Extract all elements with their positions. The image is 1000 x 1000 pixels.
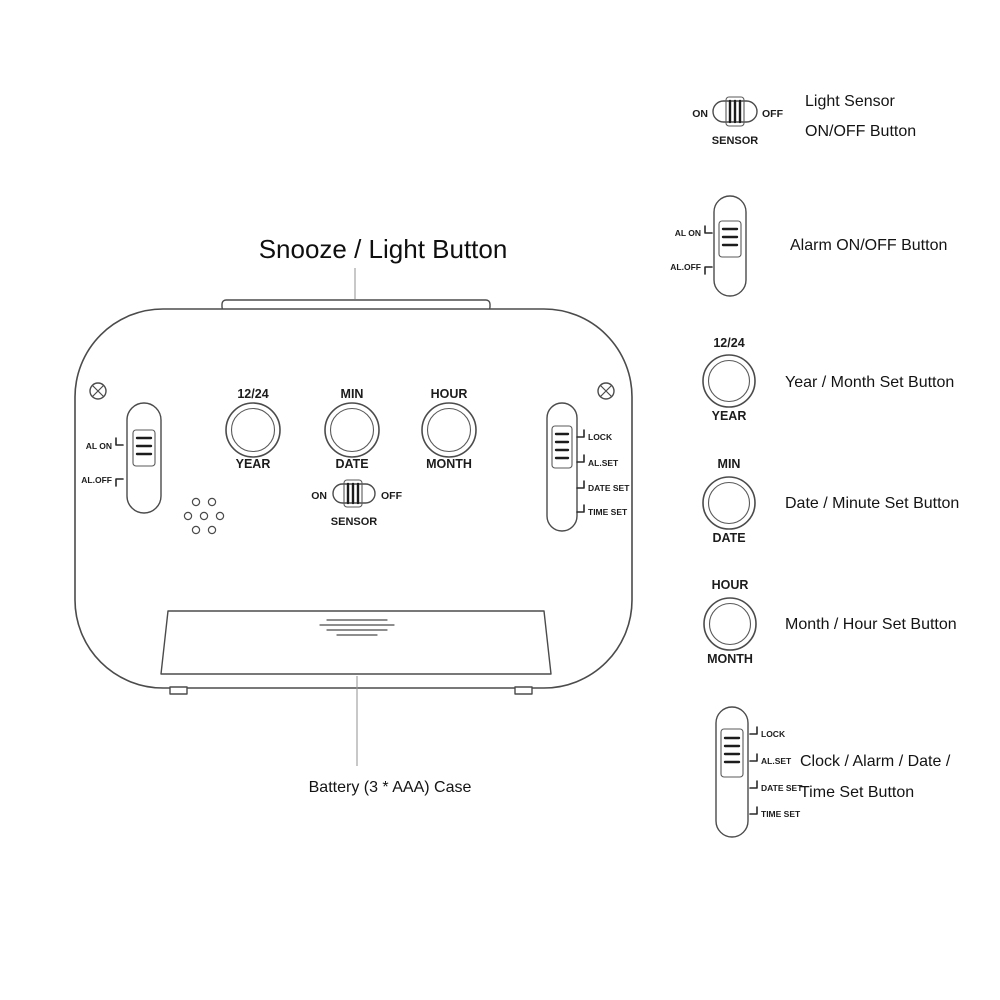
mode-lock-label: LOCK [588, 432, 613, 442]
hour-top-label: HOUR [431, 387, 468, 401]
mode-set-switch: LOCK AL.SET DATE SET TIME SET [546, 402, 630, 532]
callout-date-bottom-label: DATE [712, 531, 745, 545]
callout-year-button: 12/24 YEAR Year / Month Set Button [702, 336, 954, 423]
callout-alarm-switch: AL ON AL.OFF Alarm ON/OFF Button [670, 195, 947, 297]
callout-year-bottom-label: YEAR [712, 409, 747, 423]
callout-month-bottom-label: MONTH [707, 652, 753, 666]
callout-sensor-caption: SENSOR [712, 135, 759, 147]
mode-caption-line1: Clock / Alarm / Date / [800, 753, 951, 770]
callout-sensor-off-label: OFF [762, 108, 784, 120]
date-button-icon [702, 476, 756, 530]
callout-min-top-label: MIN [718, 457, 741, 471]
callout-sensor-on-label: ON [692, 108, 708, 120]
year-top-label: 12/24 [237, 387, 268, 401]
year-button-icon [702, 354, 756, 408]
callout-mode-timeset-label: TIME SET [761, 809, 801, 819]
date-set-button: MIN DATE [324, 387, 380, 471]
month-bottom-label: MONTH [426, 457, 472, 471]
device-foot [169, 686, 188, 695]
device-foot [514, 686, 533, 695]
year-caption: Year / Month Set Button [785, 374, 954, 391]
year-bottom-label: YEAR [236, 457, 271, 471]
date-bottom-label: DATE [335, 457, 368, 471]
alarm-off-label: AL.OFF [81, 475, 112, 485]
device-back-panel: Snooze / Light Button AL ON AL.OFF [74, 234, 633, 796]
hour-caption: Month / Hour Set Button [785, 616, 957, 633]
mode-caption-line2: Time Set Button [800, 784, 914, 801]
hour-button-icon [703, 597, 757, 651]
callout-light-sensor: ON OFF SENSOR Light Sensor ON/OFF Button [692, 93, 916, 147]
min-top-label: MIN [341, 387, 364, 401]
sensor-off-label: OFF [381, 490, 403, 502]
screw-icon [597, 382, 615, 400]
alarm-on-label: AL ON [86, 441, 112, 451]
hour-set-button: HOUR MONTH [421, 387, 477, 471]
light-sensor-caption-line2: ON/OFF Button [805, 123, 916, 140]
callout-mode-lock-label: LOCK [761, 729, 786, 739]
mode-timeset-label: TIME SET [588, 507, 628, 517]
snooze-light-label: Snooze / Light Button [259, 234, 508, 264]
callout-alarm-on-label: AL ON [675, 228, 701, 238]
year-set-button: 12/24 YEAR [225, 387, 281, 471]
light-sensor-caption-line1: Light Sensor [805, 93, 896, 110]
alarm-caption: Alarm ON/OFF Button [790, 237, 947, 254]
sensor-onoff-switch: ON OFF SENSOR [311, 479, 403, 528]
callout-alarm-off-label: AL.OFF [670, 262, 701, 272]
callout-year-top-label: 12/24 [713, 336, 744, 350]
callout-date-button: MIN DATE Date / Minute Set Button [702, 457, 959, 545]
callout-hour-top-label: HOUR [712, 578, 749, 592]
screw-icon [89, 382, 107, 400]
sensor-on-label: ON [311, 490, 327, 502]
date-caption: Date / Minute Set Button [785, 495, 959, 512]
mode-dateset-label: DATE SET [588, 483, 630, 493]
speaker-holes [183, 497, 225, 535]
alarm-onoff-switch: AL ON AL.OFF [81, 402, 162, 514]
battery-case-label: Battery (3 * AAA) Case [309, 779, 472, 796]
callout-mode-dateset-label: DATE SET [761, 783, 803, 793]
battery-case [160, 610, 552, 766]
sensor-caption: SENSOR [331, 516, 378, 528]
callout-mode-alset-label: AL.SET [761, 756, 792, 766]
callout-mode-switch: LOCK AL.SET DATE SET TIME SET Clock / Al… [715, 706, 951, 838]
mode-alset-label: AL.SET [588, 458, 619, 468]
mode-switch-icon [715, 706, 749, 838]
callout-hour-button: HOUR MONTH Month / Hour Set Button [703, 578, 957, 666]
